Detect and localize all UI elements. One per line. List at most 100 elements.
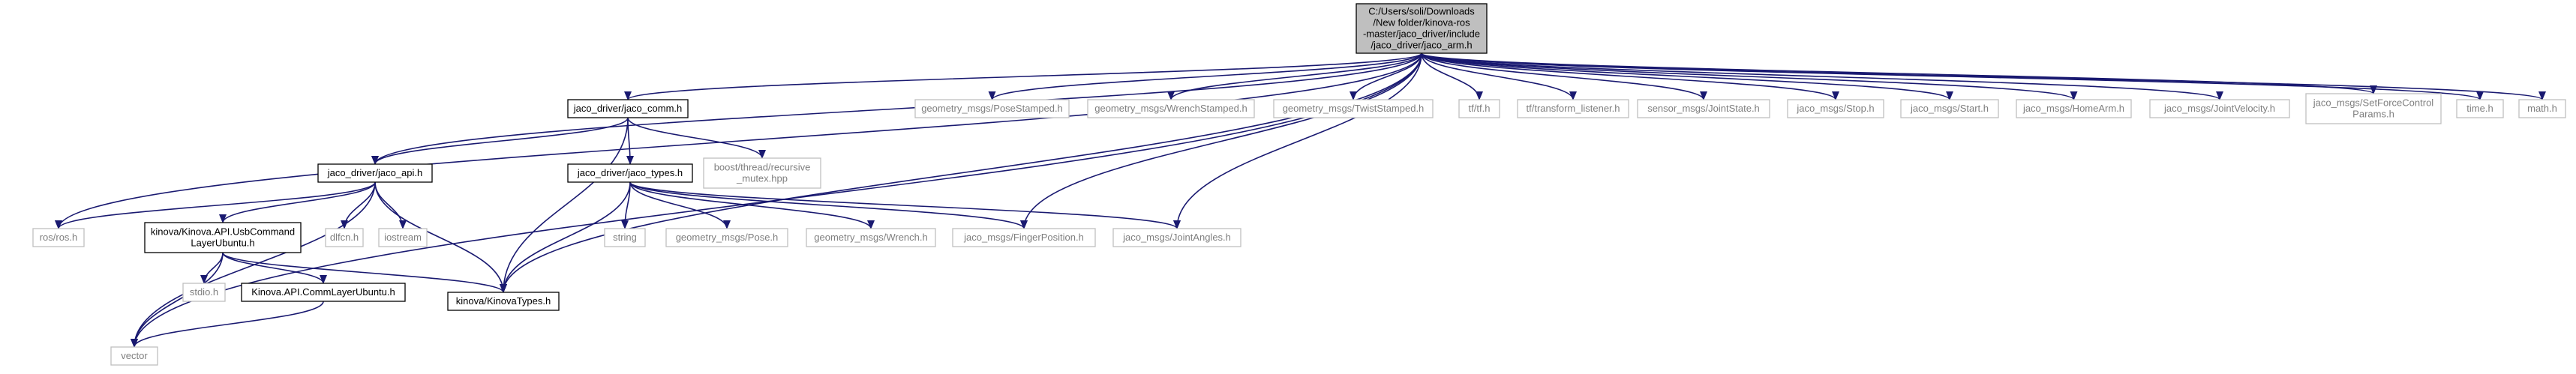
node-label-root-line-0: C:/Users/soli/Downloads xyxy=(1368,6,1475,17)
node-label-root-line-2: -master/jaco_driver/include xyxy=(1363,28,1480,40)
node-label-string-line-0: string xyxy=(613,232,637,243)
edge-comm-to-api xyxy=(371,117,629,165)
edge-root-to-pose_stamped xyxy=(988,52,1422,100)
node-label-tf_listener-line-0: tf/transform_listener.h xyxy=(1527,103,1620,114)
node-box-usb_cmd xyxy=(144,222,302,253)
node-label-stdio-line-0: stdio.h xyxy=(190,286,218,298)
node-box-kinova_types xyxy=(447,292,560,311)
node-comm_layer[interactable]: Kinova.API.CommLayerUbuntu.h xyxy=(241,283,406,302)
node-iostream: iostream xyxy=(378,228,428,247)
node-api[interactable]: jaco_driver/jaco_api.h xyxy=(317,163,433,183)
edge-types-to-joint_angles xyxy=(629,181,1181,229)
node-box-math xyxy=(2518,99,2566,118)
node-types[interactable]: jaco_driver/jaco_types.h xyxy=(567,163,693,183)
node-label-stop-line-0: jaco_msgs/Stop.h xyxy=(1796,103,1874,114)
node-box-stop xyxy=(1787,99,1884,118)
node-label-math-line-0: math.h xyxy=(2527,103,2557,114)
node-string: string xyxy=(604,228,646,247)
node-box-string xyxy=(604,228,646,247)
edge-root-to-tf xyxy=(1421,52,1483,100)
edge-usb_cmd-to-vector xyxy=(131,252,224,348)
edge-root-to-ros xyxy=(55,52,1422,229)
node-label-tf-line-0: tf/tf.h xyxy=(1469,103,1491,114)
node-kinova_types[interactable]: kinova/KinovaTypes.h xyxy=(447,292,560,311)
edge-api-to-iostream xyxy=(374,181,407,229)
node-twist_stamped: geometry_msgs/TwistStamped.h xyxy=(1273,99,1434,118)
node-box-dlfcn xyxy=(325,228,364,247)
edge-types-to-finger_pos xyxy=(629,181,1028,229)
node-label-types-line-0: jaco_driver/jaco_types.h xyxy=(577,167,683,178)
node-label-api-line-0: jaco_driver/jaco_api.h xyxy=(327,167,422,178)
node-box-twist_stamped xyxy=(1273,99,1434,118)
node-label-home_arm-line-0: jaco_msgs/HomeArm.h xyxy=(2022,103,2124,114)
node-label-ros-line-0: ros/ros.h xyxy=(40,232,78,243)
node-label-comm_layer-line-0: Kinova.API.CommLayerUbuntu.h xyxy=(251,286,395,298)
node-label-pose_stamped-line-0: geometry_msgs/PoseStamped.h xyxy=(921,103,1063,114)
edge-usb_cmd-to-comm_layer xyxy=(222,252,327,284)
node-label-usb_cmd-line-1: LayerUbuntu.h xyxy=(191,238,254,249)
node-label-time-line-0: time.h xyxy=(2466,103,2493,114)
edge-root-to-stop xyxy=(1421,52,1839,100)
node-root[interactable]: C:/Users/soli/Downloads/New folder/kinov… xyxy=(1356,3,1488,54)
node-box-boost_mutex xyxy=(703,157,821,189)
node-label-boost_mutex-line-0: boost/thread/recursive xyxy=(714,162,811,173)
node-box-types xyxy=(567,163,693,183)
node-box-joint_state xyxy=(1637,99,1770,118)
edge-usb_cmd-to-kinova_types xyxy=(222,252,507,293)
node-label-set_force-line-0: jaco_msgs/SetForceControl xyxy=(2313,97,2434,109)
node-box-iostream xyxy=(378,228,428,247)
node-label-joint_angles-line-0: jaco_msgs/JointAngles.h xyxy=(1122,232,1231,243)
node-box-stdio xyxy=(182,283,226,302)
node-stdio: stdio.h xyxy=(182,283,226,302)
node-label-twist_stamped-line-0: geometry_msgs/TwistStamped.h xyxy=(1283,103,1425,114)
node-box-root xyxy=(1356,3,1488,54)
node-box-wrench_stamped xyxy=(1087,99,1255,118)
node-tf: tf/tf.h xyxy=(1458,99,1500,118)
node-joint_angles: jaco_msgs/JointAngles.h xyxy=(1112,228,1241,247)
edge-root-to-kinova_types xyxy=(500,52,1422,293)
node-finger_pos: jaco_msgs/FingerPosition.h xyxy=(952,228,1096,247)
node-box-api xyxy=(317,163,433,183)
node-label-comm-line-0: jaco_driver/jaco_comm.h xyxy=(573,103,683,114)
node-box-pose_stamped xyxy=(914,99,1070,118)
edge-root-to-math xyxy=(1421,52,2546,100)
node-stop: jaco_msgs/Stop.h xyxy=(1787,99,1884,118)
edge-usb_cmd-to-stdio xyxy=(200,252,224,284)
edge-comm_layer-to-vector xyxy=(131,301,324,348)
node-wrench: geometry_msgs/Wrench.h xyxy=(806,228,936,247)
edge-comm-to-boost_mutex xyxy=(627,117,766,159)
node-pose: geometry_msgs/Pose.h xyxy=(665,228,788,247)
node-joint_velocity: jaco_msgs/JointVelocity.h xyxy=(2149,99,2290,118)
node-comm[interactable]: jaco_driver/jaco_comm.h xyxy=(567,99,689,118)
node-box-set_force xyxy=(2305,93,2442,124)
node-box-joint_velocity xyxy=(2149,99,2290,118)
node-box-pose xyxy=(665,228,788,247)
edge-root-to-joint_state xyxy=(1421,52,1707,100)
edge-root-to-time xyxy=(1421,52,2484,100)
nodes-layer: C:/Users/soli/Downloads/New folder/kinov… xyxy=(32,3,2566,366)
node-label-usb_cmd-line-0: kinova/Kinova.API.UsbCommand xyxy=(151,226,295,238)
node-box-finger_pos xyxy=(952,228,1096,247)
node-box-start xyxy=(1900,99,1999,118)
edge-api-to-usb_cmd xyxy=(219,181,376,223)
node-label-joint_state-line-0: sensor_msgs/JointState.h xyxy=(1647,103,1760,114)
node-box-ros xyxy=(32,228,85,247)
edge-root-to-set_force xyxy=(1421,52,2377,94)
node-label-iostream-line-0: iostream xyxy=(384,232,422,243)
edges-layer xyxy=(55,52,2546,348)
node-label-pose-line-0: geometry_msgs/Pose.h xyxy=(676,232,779,243)
node-usb_cmd[interactable]: kinova/Kinova.API.UsbCommandLayerUbuntu.… xyxy=(144,222,302,253)
node-dlfcn: dlfcn.h xyxy=(325,228,364,247)
node-box-tf xyxy=(1458,99,1500,118)
node-box-tf_listener xyxy=(1517,99,1629,118)
edge-root-to-home_arm xyxy=(1421,52,2078,100)
node-label-finger_pos-line-0: jaco_msgs/FingerPosition.h xyxy=(963,232,1084,243)
edge-types-to-kinova_types xyxy=(500,181,631,293)
edge-root-to-wrench_stamped xyxy=(1167,52,1422,100)
node-label-start-line-0: jaco_msgs/Start.h xyxy=(1910,103,1989,114)
node-label-wrench-line-0: geometry_msgs/Wrench.h xyxy=(814,232,928,243)
edge-api-to-ros xyxy=(55,181,376,229)
node-math: math.h xyxy=(2518,99,2566,118)
